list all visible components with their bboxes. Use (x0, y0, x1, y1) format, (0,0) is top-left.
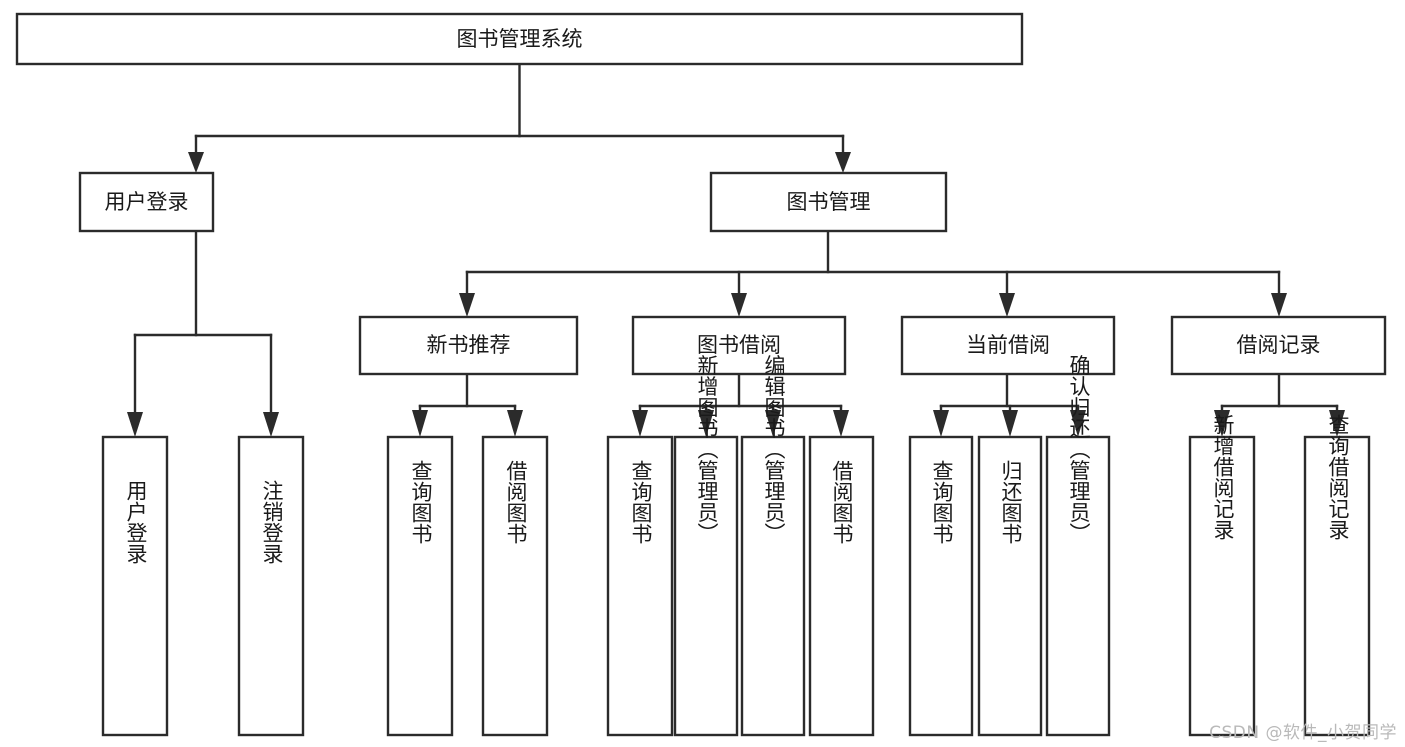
node-root[interactable]: 图书管理系统 (15, 12, 1024, 66)
leaf-current-return-book-box[interactable] (977, 435, 1043, 737)
leaf-user-login-login[interactable]: 用户登录 (101, 435, 169, 737)
leaf-record-add[interactable]: 新增借阅记录 (1188, 414, 1256, 737)
arrow-leaf-new-book-2 (507, 410, 523, 437)
leaf-current-query-book[interactable]: 查询图书 (908, 435, 974, 737)
node-current-borrow[interactable]: 当前借阅 (900, 315, 1116, 376)
leaf-borrow-add-book[interactable]: 新增图书（管理员） (673, 355, 739, 737)
arrow-to-current-borrow (999, 293, 1015, 317)
csdn-watermark: CSDN @软件_小贺同学 (1209, 723, 1397, 743)
arrow-leaf-borrow-record-1 (1214, 410, 1230, 437)
node-borrow-record-label: 借阅记录 (1237, 333, 1321, 357)
node-borrow-record[interactable]: 借阅记录 (1170, 315, 1387, 376)
leaf-borrow-add-book-box[interactable] (673, 435, 739, 737)
leaf-current-query-book-box[interactable] (908, 435, 974, 737)
node-user-login-box[interactable] (78, 171, 215, 233)
leaf-current-confirm-return[interactable]: 确认归还（管理员） (1045, 355, 1111, 737)
arrow-leaf-new-book-1 (412, 410, 428, 437)
leaf-current-return-book-label: 归还图书 (999, 460, 1023, 544)
connector-layer (127, 62, 1345, 437)
leaf-record-add-box[interactable] (1188, 435, 1256, 737)
leaf-new-book-borrow[interactable]: 借阅图书 (481, 435, 549, 737)
leaf-user-login-logout[interactable]: 注销登录 (237, 435, 305, 737)
node-new-book-recommend[interactable]: 新书推荐 (358, 315, 579, 376)
arrow-leaf-borrow-record-2 (1329, 410, 1345, 437)
arrow-leaf-current-borrow-2 (1002, 410, 1018, 437)
leaf-new-book-query-box[interactable] (386, 435, 454, 737)
leaf-new-book-query-label: 查询图书 (409, 460, 433, 544)
arrow-leaf-borrow-book-1 (632, 410, 648, 437)
node-book-borrow-label: 图书借阅 (697, 333, 781, 357)
arrow-to-new-book (459, 293, 475, 317)
leaf-user-login-login-box[interactable] (101, 435, 169, 737)
leaf-user-login-logout-box[interactable] (237, 435, 305, 737)
arrow-leaf-borrow-book-3 (765, 410, 781, 437)
arrow-to-borrow-record (1271, 293, 1287, 317)
leaf-borrow-query-book-label: 查询图书 (629, 460, 653, 544)
leaf-new-book-query[interactable]: 查询图书 (386, 435, 454, 737)
leaf-current-confirm-return-box[interactable] (1045, 435, 1111, 737)
node-book-management-box[interactable] (709, 171, 948, 233)
arrow-leaf-user-login-2 (263, 412, 279, 437)
leaf-borrow-borrow-book-label: 借阅图书 (830, 460, 854, 544)
node-borrow-record-box[interactable] (1170, 315, 1387, 376)
node-new-book-recommend-box[interactable] (358, 315, 579, 376)
leaf-record-query-label: 查询借阅记录 (1326, 414, 1350, 540)
node-book-management[interactable]: 图书管理 (709, 171, 948, 233)
node-user-login-label: 用户登录 (105, 190, 189, 214)
arrow-to-book-mgmt (835, 152, 851, 173)
node-new-book-recommend-label: 新书推荐 (427, 333, 511, 357)
node-book-borrow[interactable]: 图书借阅 (631, 315, 847, 376)
leaf-record-query-box[interactable] (1303, 435, 1371, 737)
leaf-borrow-add-book-label: 新增图书（管理员） (695, 355, 719, 544)
node-book-management-label: 图书管理 (787, 190, 871, 214)
leaf-new-book-borrow-box[interactable] (481, 435, 549, 737)
arrow-to-borrow-book (731, 293, 747, 317)
leaf-current-query-book-label: 查询图书 (930, 460, 954, 544)
arrow-leaf-borrow-book-4 (833, 410, 849, 437)
arrow-leaf-borrow-book-2 (698, 410, 714, 437)
arrow-leaf-current-borrow-1 (933, 410, 949, 437)
leaf-borrow-borrow-book-box[interactable] (808, 435, 875, 737)
leaf-current-return-book[interactable]: 归还图书 (977, 435, 1043, 737)
node-user-login[interactable]: 用户登录 (78, 171, 215, 233)
arrow-leaf-user-login-1 (127, 412, 143, 437)
leaf-borrow-edit-book-label: 编辑图书（管理员） (762, 355, 786, 544)
leaf-borrow-edit-book[interactable]: 编辑图书（管理员） (740, 355, 806, 737)
leaf-borrow-edit-book-box[interactable] (740, 435, 806, 737)
leaf-current-confirm-return-label: 确认归还（管理员） (1067, 355, 1091, 544)
leaf-borrow-query-book-box[interactable] (606, 435, 674, 737)
leaf-borrow-query-book[interactable]: 查询图书 (606, 435, 674, 737)
node-root-box[interactable] (15, 12, 1024, 66)
arrow-leaf-current-borrow-3 (1070, 410, 1086, 437)
leaf-new-book-borrow-label: 借阅图书 (504, 460, 528, 544)
node-current-borrow-label: 当前借阅 (966, 333, 1050, 357)
leaf-borrow-borrow-book[interactable]: 借阅图书 (808, 435, 875, 737)
node-current-borrow-box[interactable] (900, 315, 1116, 376)
node-book-borrow-box[interactable] (631, 315, 847, 376)
node-root-label: 图书管理系统 (457, 27, 583, 51)
leaf-user-login-logout-label: 注销登录 (260, 480, 284, 564)
leaf-user-login-login-label: 用户登录 (124, 480, 148, 564)
leaf-record-add-label: 新增借阅记录 (1211, 414, 1235, 540)
leaf-record-query[interactable]: 查询借阅记录 (1303, 414, 1371, 737)
arrow-to-user-login (188, 152, 204, 173)
